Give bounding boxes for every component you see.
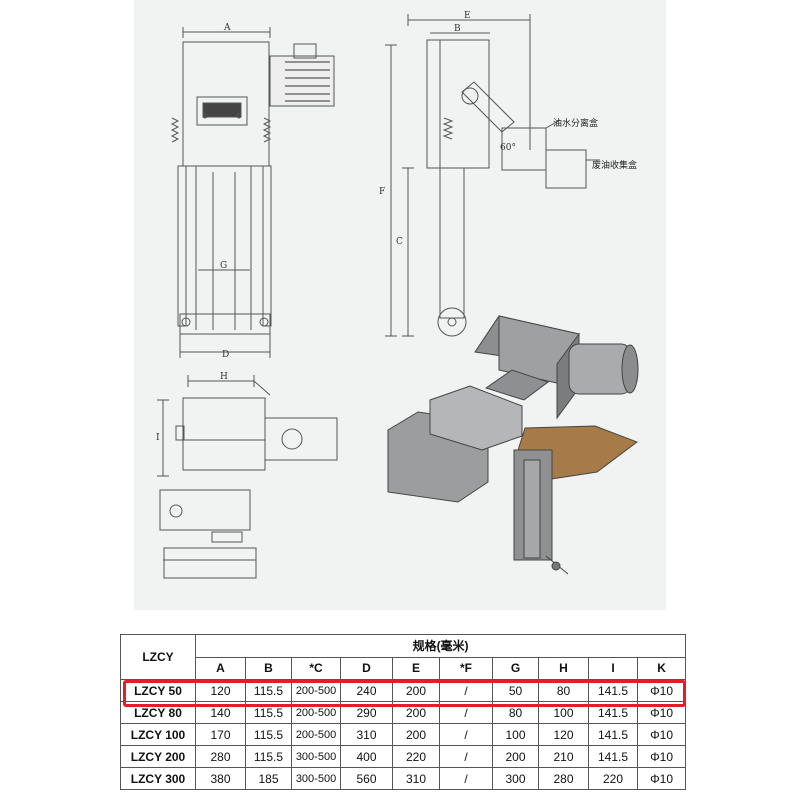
table-cell: 240 xyxy=(340,679,393,702)
table-cell: Φ10 xyxy=(636,723,687,746)
dim-F: F xyxy=(379,187,385,197)
table-cell: 280 xyxy=(195,745,246,768)
header-spec: 规格(毫米) xyxy=(194,634,687,658)
table-cell: 220 xyxy=(588,767,638,790)
table-cell: / xyxy=(439,745,493,768)
table-cell: 200 xyxy=(492,745,539,768)
table-cell: 220 xyxy=(392,745,440,768)
dim-H: H xyxy=(220,372,228,382)
table-cell: 380 xyxy=(195,767,246,790)
col-header: B xyxy=(245,656,292,680)
col-header: G xyxy=(492,656,539,680)
dim-E: E xyxy=(464,11,471,21)
table-row: LZCY 100 170 115.5 200-500 310 200 / 100… xyxy=(120,723,687,746)
machine-render xyxy=(387,315,639,575)
table-cell: 100 xyxy=(492,723,539,746)
dim-I: I xyxy=(156,433,160,443)
col-header: E xyxy=(392,656,440,680)
col-header: I xyxy=(588,656,638,680)
table-cell: Φ10 xyxy=(636,767,687,790)
col-header: K xyxy=(636,656,687,680)
drawing-svg: A B C D E F G H I 油水分离盒 废油收集盒 60° xyxy=(156,11,639,579)
table-row: LZCY 300 380 185 300-500 560 310 / 300 2… xyxy=(120,767,687,790)
label-oil-water-separator: 油水分离盒 xyxy=(553,117,598,129)
side-view xyxy=(385,14,600,337)
table-columns-row: A B *C D E *F G H I K xyxy=(121,656,687,680)
label-angle: 60° xyxy=(500,143,516,153)
header-model: LZCY xyxy=(120,634,196,680)
table-cell: LZCY 300 xyxy=(120,767,196,790)
table-cell: 115.5 xyxy=(245,745,292,768)
table-cell: 200-500 xyxy=(291,679,341,702)
table-row: LZCY 80 140 115.5 200-500 290 200 / 80 1… xyxy=(120,701,687,724)
label-waste-oil-box: 废油收集盒 xyxy=(592,159,637,171)
table-cell: 400 xyxy=(340,745,393,768)
table-cell: 210 xyxy=(538,745,589,768)
table-cell: LZCY 50 xyxy=(120,679,196,702)
table-cell: 80 xyxy=(538,679,589,702)
table-cell: / xyxy=(439,723,493,746)
table-cell: 115.5 xyxy=(245,701,292,724)
table-cell: 290 xyxy=(340,701,393,724)
table-row: LZCY 200 280 115.5 300-500 400 220 / 200… xyxy=(120,745,687,768)
table-cell: Φ10 xyxy=(636,701,687,724)
table-cell: 140 xyxy=(195,701,246,724)
table-cell: Φ10 xyxy=(636,679,687,702)
table-cell: 185 xyxy=(245,767,292,790)
table-header-row: LZCY 规格(毫米) xyxy=(120,634,687,680)
table-cell: 200-500 xyxy=(291,701,341,724)
table-cell: 200 xyxy=(392,723,440,746)
dim-B: B xyxy=(454,24,461,34)
table-cell: 141.5 xyxy=(588,701,638,724)
table-cell: LZCY 100 xyxy=(120,723,196,746)
table-cell: 300 xyxy=(492,767,539,790)
table-cell: LZCY 200 xyxy=(120,745,196,768)
table-cell: 300-500 xyxy=(291,745,341,768)
top-view xyxy=(157,375,338,579)
spec-table: LZCY 规格(毫米) A B *C D E *F G H I K LZCY 5… xyxy=(120,634,687,790)
table-cell: 120 xyxy=(538,723,589,746)
table-cell: / xyxy=(439,679,493,702)
table-cell: 115.5 xyxy=(245,723,292,746)
table-cell: 170 xyxy=(195,723,246,746)
table-cell: 310 xyxy=(392,767,440,790)
table-cell: 50 xyxy=(492,679,539,702)
technical-drawing: A B C D E F G H I 油水分离盒 废油收集盒 60° xyxy=(134,0,666,610)
table-cell: 300-500 xyxy=(291,767,341,790)
table-cell: 310 xyxy=(340,723,393,746)
dimension-labels: A B C D E F G H I 油水分离盒 废油收集盒 60° xyxy=(156,11,637,443)
dim-A: A xyxy=(223,23,231,33)
table-cell: 200 xyxy=(392,701,440,724)
col-header: *C xyxy=(291,656,341,680)
table-cell: 560 xyxy=(340,767,393,790)
col-header: D xyxy=(340,656,393,680)
table-cell: 100 xyxy=(538,701,589,724)
table-cell: 115.5 xyxy=(245,679,292,702)
table-cell: 141.5 xyxy=(588,723,638,746)
table-cell: 141.5 xyxy=(588,745,638,768)
col-header: A xyxy=(195,656,246,680)
table-cell: 200-500 xyxy=(291,723,341,746)
front-view xyxy=(170,27,335,358)
dim-C: C xyxy=(396,237,403,247)
dim-G: G xyxy=(220,261,227,271)
table-cell: LZCY 80 xyxy=(120,701,196,724)
table-cell: / xyxy=(439,767,493,790)
col-header: H xyxy=(538,656,589,680)
table-row: LZCY 50 120 115.5 200-500 240 200 / 50 8… xyxy=(120,679,687,702)
table-cell: 141.5 xyxy=(588,679,638,702)
table-cell: 280 xyxy=(538,767,589,790)
table-cell: / xyxy=(439,701,493,724)
table-cell: 80 xyxy=(492,701,539,724)
dim-D: D xyxy=(222,350,229,360)
table-cell: Φ10 xyxy=(636,745,687,768)
table-cell: 120 xyxy=(195,679,246,702)
col-header: *F xyxy=(439,656,493,680)
table-cell: 200 xyxy=(392,679,440,702)
